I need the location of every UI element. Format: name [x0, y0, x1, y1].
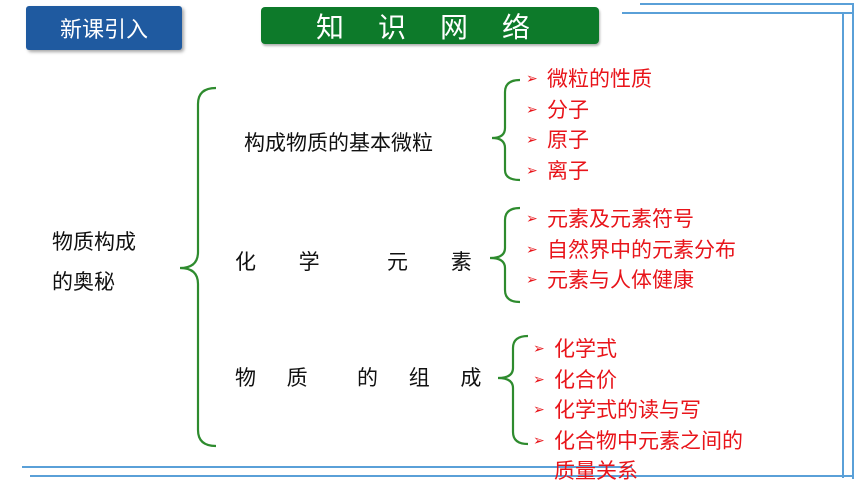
top-right-decor-line-2: [640, 3, 854, 5]
branch-label-chemical-elements: 化 学 元 素: [235, 250, 490, 274]
list-item: ➢自然界中的元素分布: [526, 235, 736, 266]
arrowhead-bullet-icon: ➢: [526, 71, 538, 87]
list-item: ➢原子: [526, 125, 652, 156]
arrowhead-bullet-icon: ➢: [526, 211, 538, 227]
list-item: ➢化学式: [533, 334, 743, 365]
section-badge: 新课引入: [26, 6, 182, 50]
arrowhead-bullet-icon: ➢: [526, 162, 538, 179]
top-right-decor-line: [622, 12, 854, 14]
arrowhead-bullet-icon: ➢: [526, 272, 538, 288]
root-brace: [179, 86, 217, 448]
arrowhead-bullet-icon: ➢: [526, 101, 538, 118]
branch-label-basic-particles: 构成物质的基本微粒: [244, 131, 433, 155]
branch-label-composition: 物 质 的 组 成: [235, 366, 494, 390]
list-item: ➢微粒的性质: [526, 64, 652, 95]
arrowhead-bullet-icon: ➢: [533, 432, 545, 449]
list-item: ➢化学式的读与写: [533, 395, 743, 426]
bottom-decor-line-2: [30, 475, 852, 477]
list-item: ➢分子: [526, 95, 652, 126]
arrowhead-bullet-icon: ➢: [526, 241, 538, 258]
list-item: ➢离子: [526, 156, 652, 187]
arrowhead-bullet-icon: ➢: [533, 341, 545, 357]
arrowhead-bullet-icon: ➢: [533, 402, 545, 418]
list-item-continuation: 质量关系: [554, 459, 638, 483]
right-decor-line: [852, 3, 854, 479]
arrowhead-bullet-icon: ➢: [526, 132, 538, 148]
root-topic: 物质构成 的奥秘: [52, 222, 136, 302]
root-topic-line1: 物质构成: [52, 230, 136, 254]
list-item: ➢化合物中元素之间的: [533, 426, 743, 457]
root-topic-line2: 的奥秘: [52, 270, 115, 294]
branch1-brace: [491, 78, 521, 182]
branch2-brace: [489, 206, 521, 304]
branch1-item-list: ➢微粒的性质 ➢分子 ➢原子 ➢离子: [526, 64, 652, 186]
arrowhead-bullet-icon: ➢: [533, 371, 545, 388]
bottom-decor-line: [22, 466, 632, 468]
branch3-item-list: ➢化学式 ➢化合价 ➢化学式的读与写 ➢化合物中元素之间的 质量关系: [533, 334, 743, 487]
right-decor-line-2: [842, 12, 844, 478]
list-item: ➢化合价: [533, 365, 743, 396]
list-item: ➢元素与人体健康: [526, 265, 736, 296]
page-title-banner: 知识网络: [261, 7, 599, 44]
branch2-item-list: ➢元素及元素符号 ➢自然界中的元素分布 ➢元素与人体健康: [526, 204, 736, 296]
branch3-brace: [497, 334, 529, 446]
list-item: ➢元素及元素符号: [526, 204, 736, 235]
